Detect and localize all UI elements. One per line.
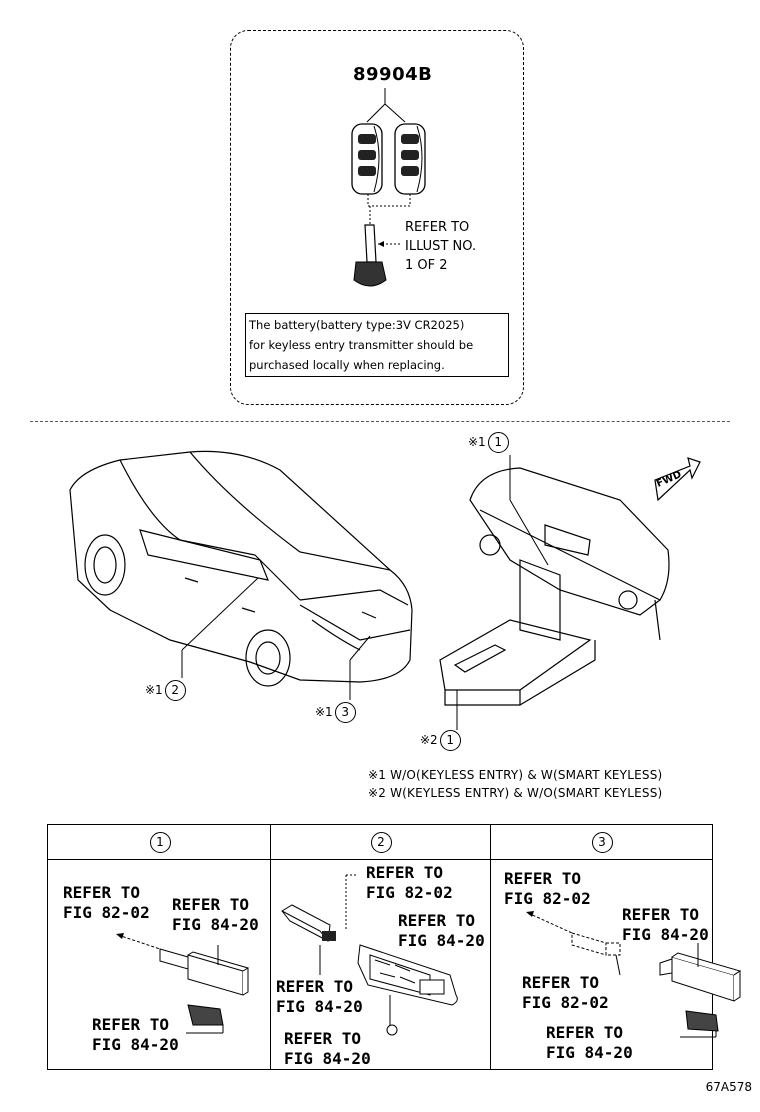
callout-mark: ※1	[145, 683, 163, 697]
callout-number: 2	[164, 680, 186, 701]
refer-line: REFER TO	[276, 977, 354, 996]
column-number: 1	[149, 831, 171, 853]
refer-label: REFER TO FIG 84-20	[546, 1023, 633, 1063]
refer-line: REFER TO	[398, 911, 476, 930]
column-1-parts-icon	[116, 933, 249, 1034]
refer-fig: FIG 84-20	[546, 1043, 633, 1062]
key-fob-left-icon	[351, 123, 383, 195]
refer-fig: FIG 84-20	[172, 915, 259, 934]
table-column-1: 1 REFER TO FIG 82-02 REFER TO FIG 84-20 …	[48, 825, 270, 1069]
key-panel	[230, 30, 524, 405]
callout-mark: ※1	[468, 435, 486, 449]
figure-id: 67A578	[705, 1080, 752, 1094]
refer-label: REFER TO FIG 84-20	[622, 905, 709, 945]
car-icon	[69, 450, 413, 687]
column-2-parts-icon	[281, 874, 458, 1036]
refer-fig: FIG 84-20	[276, 997, 363, 1016]
refer-note-line: REFER TO	[405, 220, 470, 235]
refer-label: REFER TO FIG 84-20	[92, 1015, 179, 1055]
callout-number: 1	[487, 432, 509, 453]
refer-label: REFER TO FIG 84-20	[284, 1029, 371, 1069]
column-3-parts-icon	[526, 911, 742, 1038]
refer-note-line: 1 OF 2	[405, 258, 448, 273]
refer-line: REFER TO	[546, 1023, 624, 1042]
refer-label: REFER TO FIG 82-02	[63, 883, 150, 923]
refer-illust-note: REFER TO ILLUST NO. 1 OF 2	[405, 218, 476, 275]
column-header: 3	[490, 825, 712, 860]
console-icon	[439, 467, 670, 706]
refer-label: REFER TO FIG 82-02	[366, 863, 453, 903]
refer-label: REFER TO FIG 82-02	[522, 973, 609, 1013]
battery-note-line: The battery(battery type:3V CR2025)	[249, 318, 465, 332]
column-header: 1	[48, 825, 270, 860]
battery-note: The battery(battery type:3V CR2025) for …	[245, 313, 509, 377]
section-divider	[30, 421, 730, 422]
refer-line: REFER TO	[172, 895, 250, 914]
column-number: 2	[370, 831, 392, 853]
refer-line: REFER TO	[284, 1029, 362, 1048]
table-column-3: 3 REFER TO FIG 82-02 REFER TO FIG 84-20 …	[490, 825, 742, 1069]
column-number: 3	[591, 831, 613, 853]
callout-mark: ※1	[315, 705, 333, 719]
battery-note-line: for keyless entry transmitter should be	[249, 338, 474, 352]
refer-line: REFER TO	[92, 1015, 170, 1034]
refer-fig: FIG 82-02	[522, 993, 609, 1012]
refer-fig: FIG 84-20	[398, 931, 485, 950]
legend-line-2: ※2 W(KEYLESS ENTRY) & W/O(SMART KEYLESS)	[368, 786, 663, 800]
callout-number: 1	[439, 730, 461, 751]
table-divider	[490, 825, 491, 1069]
refer-label: REFER TO FIG 84-20	[172, 895, 259, 935]
battery-note-line: purchased locally when replacing.	[249, 358, 445, 372]
part-number: 89904B	[353, 64, 433, 85]
refer-line: REFER TO	[366, 863, 444, 882]
refer-fig: FIG 82-02	[366, 883, 453, 902]
refer-label: REFER TO FIG 82-02	[504, 869, 591, 909]
key-fob-right-icon	[394, 123, 426, 195]
mechanical-key-icon	[353, 224, 387, 287]
legend-line-1: ※1 W/O(KEYLESS ENTRY) & W(SMART KEYLESS)	[368, 768, 663, 782]
table-divider	[270, 825, 271, 1069]
refer-fig: FIG 84-20	[622, 925, 709, 944]
callout-mark: ※2	[420, 733, 438, 747]
refer-line: REFER TO	[63, 883, 141, 902]
fwd-arrow-icon	[654, 457, 701, 502]
refer-line: REFER TO	[622, 905, 700, 924]
refer-line: REFER TO	[504, 869, 582, 888]
refer-note-line: ILLUST NO.	[405, 239, 477, 254]
refer-label: REFER TO FIG 84-20	[398, 911, 485, 951]
refer-line: REFER TO	[522, 973, 600, 992]
table-column-2: 2 REFER TO FIG 82-02 REFER TO FIG 84-20 …	[270, 825, 490, 1069]
refer-fig: FIG 84-20	[92, 1035, 179, 1054]
refer-fig: FIG 84-20	[284, 1049, 371, 1068]
refer-fig: FIG 82-02	[63, 903, 150, 922]
callout-number: 3	[334, 702, 356, 723]
refer-fig: FIG 82-02	[504, 889, 591, 908]
column-header: 2	[270, 825, 490, 860]
detail-table: 1 REFER TO FIG 82-02 REFER TO FIG 84-20 …	[47, 824, 742, 1070]
refer-label: REFER TO FIG 84-20	[276, 977, 363, 1017]
